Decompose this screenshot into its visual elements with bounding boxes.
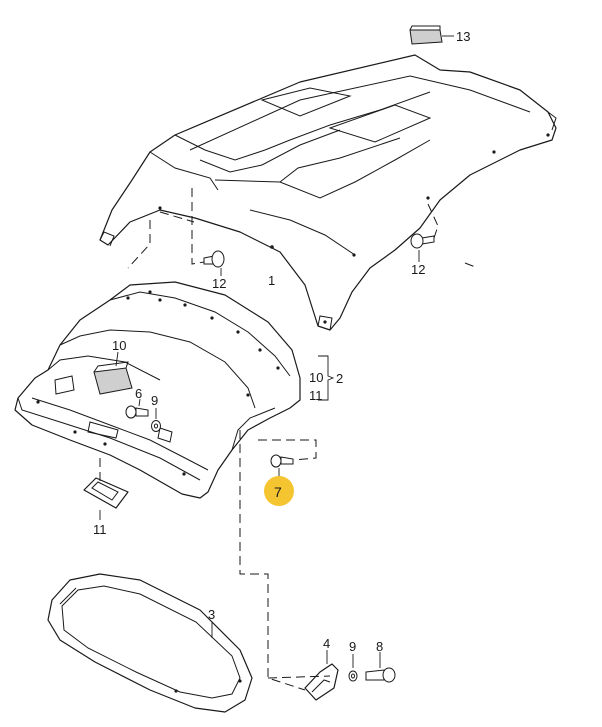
callout-10-pad: 10 [112, 338, 126, 353]
bracket-part-11[interactable] [83, 477, 129, 520]
pad-part-10[interactable] [93, 351, 133, 395]
callout-9-lower: 9 [349, 639, 356, 654]
callout-3: 3 [208, 607, 215, 622]
callout-9-upper: 9 [151, 393, 158, 408]
callout-2: 2 [336, 371, 343, 386]
callout-12-left: 12 [212, 276, 226, 291]
washer-9-upper[interactable] [151, 408, 161, 432]
screw-7[interactable] [270, 454, 294, 478]
callout-12-right: 12 [411, 262, 425, 277]
callout-4: 4 [323, 636, 330, 651]
roof-panel-part-1[interactable] [99, 54, 557, 331]
callout-1: 1 [268, 273, 275, 288]
washer-9-lower[interactable] [348, 654, 358, 682]
screw-6[interactable] [125, 398, 149, 419]
callout-10-brace: 10 [309, 370, 323, 385]
callout-8: 8 [376, 639, 383, 654]
screw-12-left[interactable] [203, 250, 225, 276]
pad-part-13[interactable] [409, 25, 454, 45]
screw-12-right[interactable] [410, 233, 435, 262]
lower-trim-panel[interactable] [14, 281, 301, 499]
callout-6: 6 [135, 386, 142, 401]
bracket-part-4[interactable] [304, 650, 339, 701]
bolt-8[interactable] [365, 652, 396, 683]
reference-lines [99, 188, 479, 691]
callout-11-bracket: 11 [93, 522, 107, 537]
frame-part-3[interactable] [47, 573, 253, 713]
callout-7: 7 [274, 484, 282, 500]
callout-7-highlight[interactable]: 7 [264, 476, 294, 506]
callout-11-brace: 11 [309, 388, 323, 403]
brace-10-11-to-2 [318, 355, 335, 401]
callout-13: 13 [456, 29, 470, 44]
